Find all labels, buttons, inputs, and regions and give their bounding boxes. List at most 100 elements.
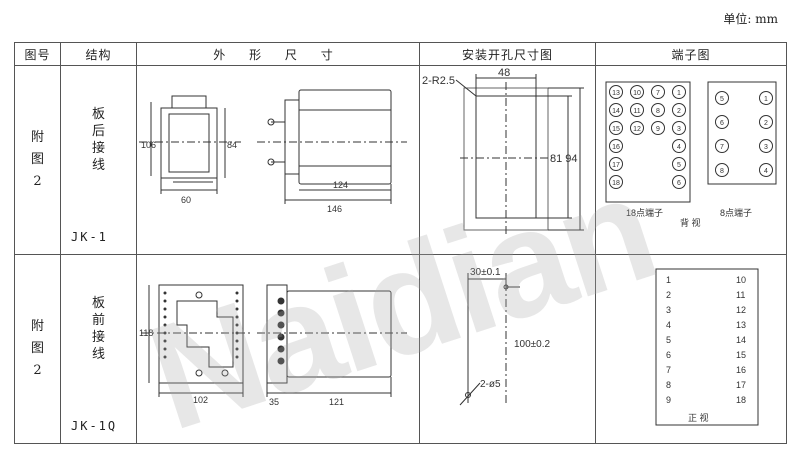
terminal-circle [651, 121, 665, 135]
terminal-number: 15 [612, 126, 620, 133]
header-fig-no: 图号 [14, 42, 61, 66]
caption-18pt: 18点端子 [626, 207, 663, 218]
terminal-circle [672, 157, 686, 171]
table-row: 附 图 2 板 前 接 线 JK-1Q [14, 254, 787, 444]
terminal-number: 5 [666, 335, 671, 345]
terminal-number: 2 [666, 290, 671, 300]
terminal-circle [715, 91, 729, 105]
terminal-number: 4 [666, 320, 671, 330]
terminal-number: 2 [677, 108, 681, 115]
cutout-height: 100±0.2 [514, 339, 551, 350]
terminal-number: 6 [666, 350, 671, 360]
cutout-drawing: 30±0.1 100±0.2 2-ø5 [419, 254, 596, 444]
dim-depth-b: 121 [329, 397, 344, 407]
terminal-circle [715, 139, 729, 153]
fig-number: 附 图 2 [14, 254, 61, 444]
terminal-circle [759, 163, 773, 177]
header-structure: 结构 [60, 42, 137, 66]
terminal-circle [609, 121, 623, 135]
terminal-number: 15 [736, 350, 746, 360]
terminal-number: 5 [677, 162, 681, 169]
side-view-outline [286, 290, 392, 378]
terminal-number: 8 [656, 108, 660, 115]
terminal-number: 14 [736, 335, 746, 345]
terminal-circle [630, 85, 644, 99]
terminal-number: 4 [677, 144, 681, 151]
terminal-circle [609, 139, 623, 153]
dimension-drawing: 106 84 60 124 146 [136, 65, 420, 255]
terminal-number: 1 [666, 275, 671, 285]
terminal-number: 17 [612, 162, 620, 169]
unit-label: 单位: mm [723, 12, 778, 26]
terminal-number: 8 [720, 168, 724, 175]
terminal-number: 11 [633, 108, 640, 115]
terminal-number: 17 [736, 380, 746, 390]
terminal-number: 8 [666, 380, 671, 390]
terminal-number: 3 [677, 126, 681, 133]
terminal-number: 13 [612, 90, 620, 97]
spec-table: 图号 结构 外 形 尺 寸 安装开孔尺寸图 端子图 附 图 2 板 后 接 线 … [14, 42, 787, 444]
terminal-circle [609, 103, 623, 117]
table-row: 附 图 2 板 后 接 线 JK-1 [14, 65, 787, 255]
terminal-circle [759, 91, 773, 105]
terminal-number: 1 [677, 90, 681, 97]
side-view-outline [298, 89, 392, 185]
terminal-number: 7 [666, 365, 671, 375]
cutout-drawing-svg: 30±0.1 100±0.2 2-ø5 [459, 267, 551, 406]
dimension-drawing-svg: 106 84 60 124 146 [139, 89, 407, 214]
header-dimensions: 外 形 尺 寸 [136, 42, 420, 66]
terminal-circle [715, 163, 729, 177]
terminal-number: 7 [656, 90, 660, 97]
caption-8pt: 8点端子 [720, 207, 752, 218]
terminal-circle [651, 103, 665, 117]
terminal-circle [672, 121, 686, 135]
terminal-circle [759, 139, 773, 153]
model-code: JK-1Q [71, 419, 118, 433]
dim-front-height2: 84 [227, 140, 237, 150]
terminal-number: 18 [612, 180, 620, 187]
dimension-drawing: 118 102 35 121 [136, 254, 420, 444]
header-terminals: 端子图 [595, 42, 787, 66]
terminal-circle [715, 115, 729, 129]
cutout-drawing-svg: 2-R2.5 48 81 94 [422, 67, 584, 236]
terminal-circle [630, 103, 644, 117]
dim-depth-total: 146 [327, 204, 342, 214]
dim-depth: 124 [333, 180, 348, 190]
header-cutout: 安装开孔尺寸图 [419, 42, 596, 66]
terminal-number: 6 [677, 180, 681, 187]
structure-cell: 板 后 接 线 JK-1 [60, 65, 137, 255]
cutout-radius: 2-R2.5 [422, 75, 455, 87]
terminal-block-18 [605, 81, 691, 203]
terminal-number: 10 [736, 275, 746, 285]
terminal-number: 12 [633, 126, 641, 133]
terminal-circle [672, 139, 686, 153]
terminal-number: 3 [764, 144, 768, 151]
terminal-number: 4 [764, 168, 768, 175]
terminal-number: 12 [736, 305, 746, 315]
front-view-outline [158, 284, 244, 384]
terminal-number: 5 [720, 96, 724, 103]
terminal-number: 6 [720, 120, 724, 127]
terminal-circle [609, 157, 623, 171]
terminal-number: 7 [720, 144, 724, 151]
cutout-drawing: 2-R2.5 48 81 94 [419, 65, 596, 255]
terminal-circle [672, 175, 686, 189]
cutout-height: 81 94 [550, 153, 578, 165]
cutout-holes: 2-ø5 [480, 379, 501, 390]
dim-height: 118 [139, 328, 153, 338]
terminal-number: 11 [736, 290, 745, 300]
terminal-number: 13 [736, 320, 746, 330]
terminal-number: 2 [764, 120, 768, 127]
terminal-number: 16 [736, 365, 746, 375]
structure-label: 板 后 接 线 [91, 107, 105, 173]
terminal-number: 3 [666, 305, 671, 315]
cutout-width: 48 [498, 67, 510, 79]
fig-number: 附 图 2 [14, 65, 61, 255]
terminal-number: 10 [633, 90, 641, 97]
terminal-number: 9 [656, 126, 660, 133]
caption-back-view: 背 视 [680, 217, 701, 228]
terminal-circle [630, 121, 644, 135]
